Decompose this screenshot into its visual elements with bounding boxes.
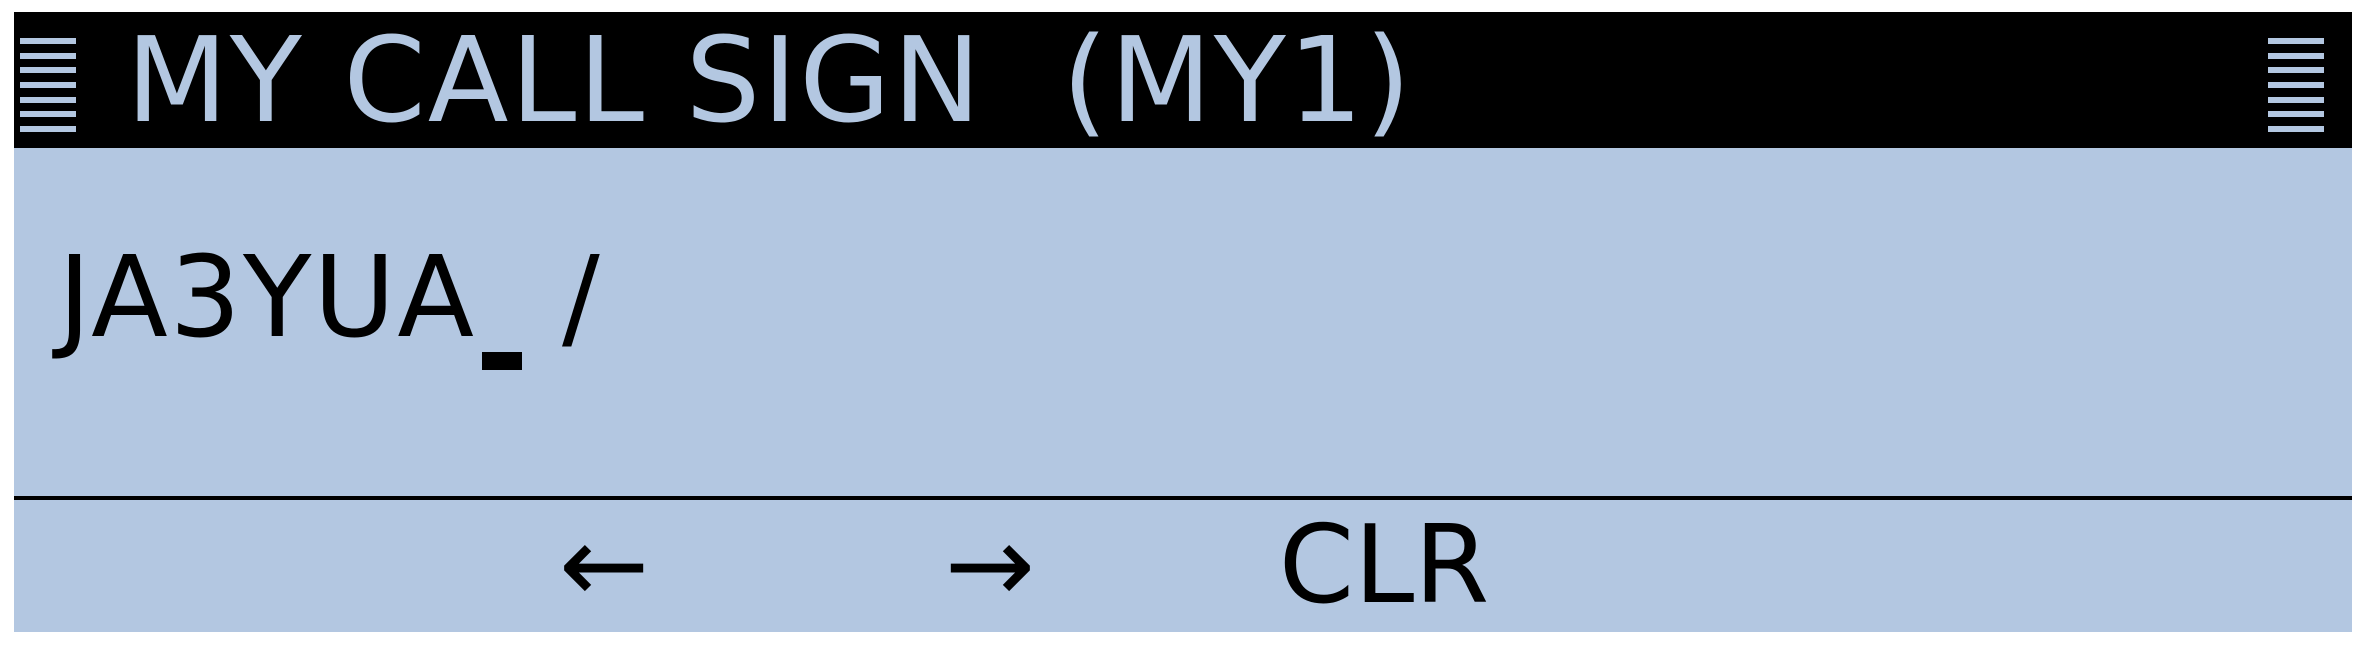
title-bar: MY CALL SIGN (MY1) bbox=[14, 12, 2352, 148]
cursor-right-button[interactable]: → bbox=[944, 503, 1036, 628]
callsign-value: JA3YUA bbox=[58, 233, 476, 363]
softkey-bar: ← → CLR bbox=[14, 500, 2352, 632]
callsign-edit-area: JA3YUA / bbox=[14, 148, 2352, 498]
menu-lines-icon bbox=[20, 38, 76, 132]
callsign-suffix-separator: / bbox=[561, 233, 602, 363]
divider bbox=[14, 496, 2352, 500]
text-cursor bbox=[481, 352, 522, 370]
page-title: MY CALL SIGN (MY1) bbox=[126, 12, 1413, 149]
clear-button[interactable]: CLR bbox=[1278, 503, 1490, 628]
menu-lines-icon bbox=[2268, 38, 2324, 132]
cursor-left-button[interactable]: ← bbox=[558, 503, 650, 628]
callsign-input[interactable]: JA3YUA / bbox=[58, 238, 602, 388]
lcd-screen: MY CALL SIGN (MY1) JA3YUA / ← → CLR bbox=[14, 12, 2352, 632]
